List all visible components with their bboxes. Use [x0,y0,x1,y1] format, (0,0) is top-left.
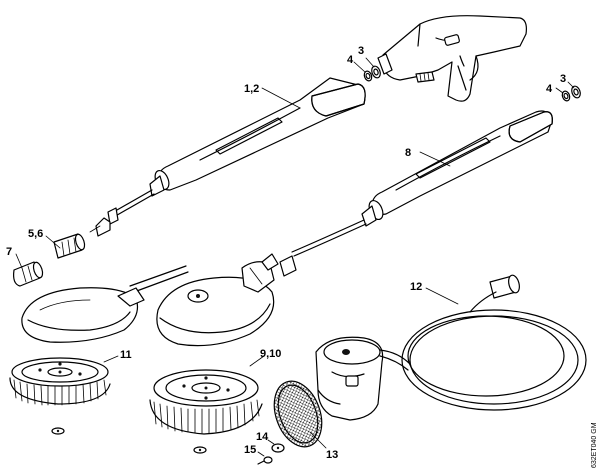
filter-screen [273,380,323,448]
filter-housing [315,336,384,421]
spray-lance-long [291,110,553,257]
o-rings-right [555,81,581,102]
leader-lines [15,87,459,457]
callout-7: 7 [6,246,12,258]
garden-hose [379,274,587,411]
callout-4a: 4 [347,54,354,66]
callout-8: 8 [405,147,411,159]
round-brush-9-10 [149,369,263,454]
callout-labels: 4 3 4 3 1,2 8 5,6 7 12 11 9,10 14 15 13 [6,45,566,461]
callout-3a: 3 [358,45,364,57]
callout-11: 11 [120,349,132,361]
brush-head-left [21,265,189,343]
trigger-gun [377,15,527,102]
o-rings-upper [353,57,381,82]
brush-head-middle [156,253,297,347]
washer-14 [271,443,285,453]
callout-5-6: 5,6 [28,228,43,240]
callout-1-2: 1,2 [244,83,259,95]
callout-13: 13 [326,449,338,461]
callout-4b: 4 [546,83,553,95]
drawing-code: 632ET040 GM [591,422,598,468]
spray-lance-short [89,77,366,237]
round-brush-11 [9,357,111,435]
screw-15 [257,456,273,465]
nozzle-assembly [13,233,86,287]
callout-3b: 3 [560,73,566,85]
callout-14: 14 [256,431,269,443]
callout-9-10: 9,10 [260,348,281,360]
callout-12: 12 [410,281,422,293]
callout-15: 15 [244,444,256,456]
